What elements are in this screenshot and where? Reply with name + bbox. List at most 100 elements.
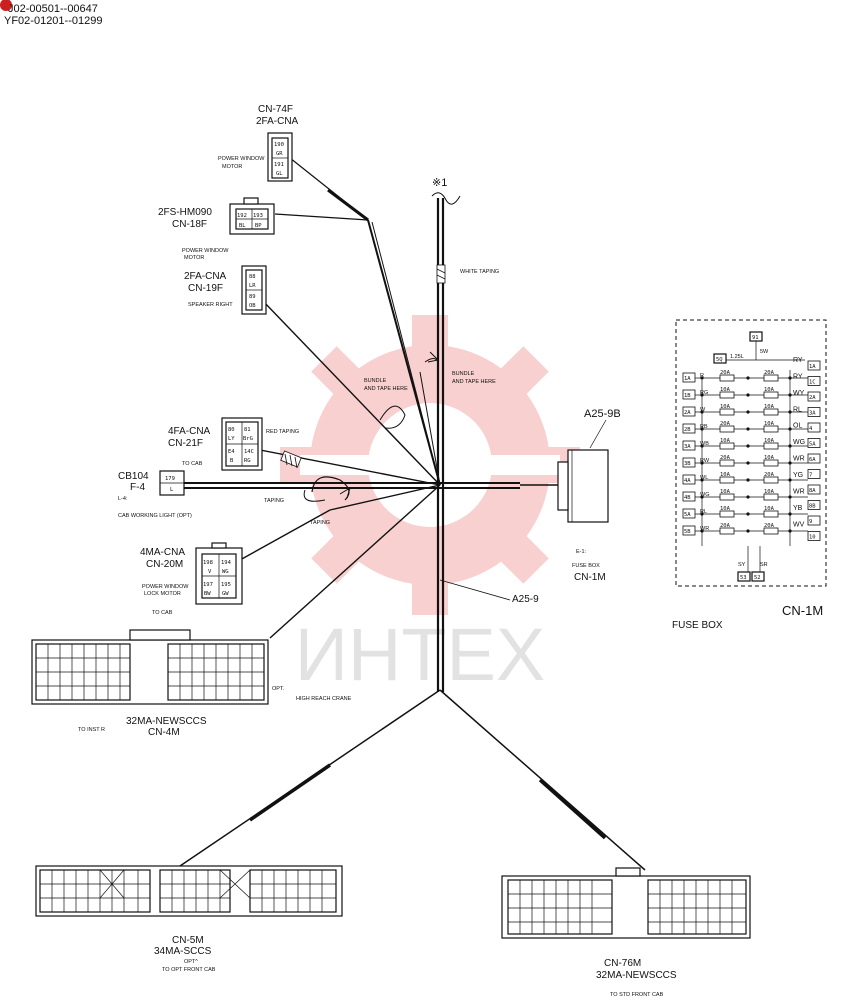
fuse-left-pin xyxy=(682,457,696,468)
cb104-name2: F-4 xyxy=(130,482,145,493)
fuse-right-wire-label: RL xyxy=(793,406,802,413)
cb104-name: CB104 xyxy=(118,471,149,482)
main-harness xyxy=(179,157,646,871)
fuse-rating-right: 10A xyxy=(764,489,775,495)
cn20m-pin-1: 198 xyxy=(203,560,213,566)
cn5m-desc: TO OPT FRONT CAB xyxy=(162,967,216,973)
fuse-right-pin-label: 8B xyxy=(809,504,816,510)
cb104-pin-1: 179 xyxy=(165,476,175,482)
fuse-icon xyxy=(763,391,779,399)
cn19f-name: 2FA-CNA xyxy=(184,271,227,282)
junction-dot xyxy=(788,410,792,414)
fuse-rating-left: 10A xyxy=(720,387,731,393)
cn19f-pin-4: OB xyxy=(249,303,256,309)
fuse-right-pin-label: 8A xyxy=(809,488,816,494)
fuse-right-wire-label: YB xyxy=(793,505,803,512)
junction-dot xyxy=(788,512,792,516)
fuse-icon xyxy=(763,408,779,416)
cb104-desc: L-4: xyxy=(118,496,128,502)
cn74f-desc2: MOTOR xyxy=(222,164,242,170)
fuse-right-wire-label: RY xyxy=(793,357,803,364)
fuse-left-wire-label: WR xyxy=(700,526,709,532)
cn74f-desc: POWER WINDOW xyxy=(218,156,265,162)
fuse-left-pin-label: 4A xyxy=(684,478,691,484)
fuse-right-wire-label: WR xyxy=(793,488,805,495)
cn21f-pin-6: 14C xyxy=(244,449,254,455)
cn19f-pin-3: 89 xyxy=(249,294,256,300)
cn18f-desc: POWER WINDOW xyxy=(182,248,229,254)
fuse-right-pin xyxy=(807,453,821,464)
fuse-right-pin-label: 3A xyxy=(809,411,816,417)
cn18f-pin-2: 193 xyxy=(253,213,263,219)
fuse-right-wire-label: YG xyxy=(793,472,803,479)
fuse-rating-left: 10A xyxy=(720,438,731,444)
cn20m-pin-3: V xyxy=(208,569,212,575)
fuse-left-wire-label: WG xyxy=(700,492,709,498)
fuse-left-pin xyxy=(682,491,696,502)
fuse-misc-b: 5W xyxy=(760,349,769,355)
cn21f-desc: TO CAB xyxy=(182,461,203,467)
fuse-right-pin xyxy=(807,469,821,479)
fuse-right-wire-label: WY xyxy=(793,390,805,397)
cn21f-pin-8: RG xyxy=(244,458,251,464)
junction-dot xyxy=(700,376,704,380)
junction-dot xyxy=(746,495,750,499)
fuse-left-pin xyxy=(682,372,696,383)
cb104-desc2: CAB WORKING LIGHT (OPT) xyxy=(118,513,192,519)
junction-dot xyxy=(746,529,750,533)
serial-line-2: YF02-01201--01299 xyxy=(4,15,102,27)
junction-dot xyxy=(746,393,750,397)
fuse-icon xyxy=(763,493,779,501)
fuse-left-pin-label: 1B xyxy=(684,393,691,399)
cn20m-desc: POWER WINDOW xyxy=(142,584,189,590)
cn20m-pin-7: BW xyxy=(204,591,211,597)
connector-cn74f: CN-74F 2FA-CNA 190 GR 191 GL POWER WINDO… xyxy=(218,104,299,182)
fuse-right-pin xyxy=(807,531,821,541)
cn18f-pin-3: BL xyxy=(239,223,246,229)
junction-dot xyxy=(746,461,750,465)
fuse-icon xyxy=(719,493,735,501)
fuse-rating-left: 20A xyxy=(720,523,731,529)
cn21f-pin-1: 80 xyxy=(228,427,235,433)
fuse-left-wire-label: RW xyxy=(700,458,710,464)
cn20m-name: 4MA-CNA xyxy=(140,547,185,558)
fuse-rating-left: 10A xyxy=(720,472,731,478)
junction-dot xyxy=(788,495,792,499)
cn21f-name: 4FA-CNA xyxy=(168,426,211,437)
cn21f-pin-3: LY xyxy=(228,436,235,442)
cn20m-desc2: LOCK MOTOR xyxy=(144,591,181,597)
fuse-icon xyxy=(763,459,779,467)
a25-9-label: A25-9 xyxy=(512,594,539,605)
cn21f-pin-5: E4 xyxy=(228,449,235,455)
red-dot-icon xyxy=(0,0,12,11)
cn5m-name: CN-5M xyxy=(172,935,204,946)
fuse-rating-right: 20A xyxy=(764,370,775,376)
junction-dot xyxy=(746,427,750,431)
a25-9b-label: A25-9B xyxy=(584,408,621,420)
junction-dot xyxy=(700,444,704,448)
cn74f-pin-1: 190 xyxy=(274,142,284,148)
connector-cn20m: 4MA-CNA CN-20M 198 194 V WG 197 195 BW G… xyxy=(140,542,243,616)
fuse-bottom-label-2: SR xyxy=(760,562,768,568)
cn21f-pin-7: B xyxy=(230,458,234,464)
fuse-icon xyxy=(763,510,779,518)
taping-label-1: TAPING xyxy=(264,498,284,504)
fuse-icon xyxy=(763,442,779,450)
fuse-rating-right: 10A xyxy=(764,438,775,444)
fuse-bottom-label-1: SY xyxy=(738,562,746,568)
cn20m-name2: CN-20M xyxy=(146,559,183,570)
bundle-right-label-2: AND TAPE HERE xyxy=(452,379,496,385)
junction-dot xyxy=(700,410,704,414)
connector-cn21f: 4FA-CNA CN-21F 80 81 LY BrG E4 14C B RG … xyxy=(168,417,263,471)
junction-dot xyxy=(700,461,704,465)
fuse-right-pin-label: 2A xyxy=(809,395,816,401)
connector-cn5m: CN-5M 34MA-SCCS OPT^ TO OPT FRONT CAB xyxy=(35,865,343,973)
fuse-rating-right: 10A xyxy=(764,404,775,410)
fuse-right-pin-label: 5A xyxy=(809,442,816,448)
fuse-icon xyxy=(719,476,735,484)
junction-dot xyxy=(700,529,704,533)
fuse-left-pin xyxy=(682,525,696,536)
